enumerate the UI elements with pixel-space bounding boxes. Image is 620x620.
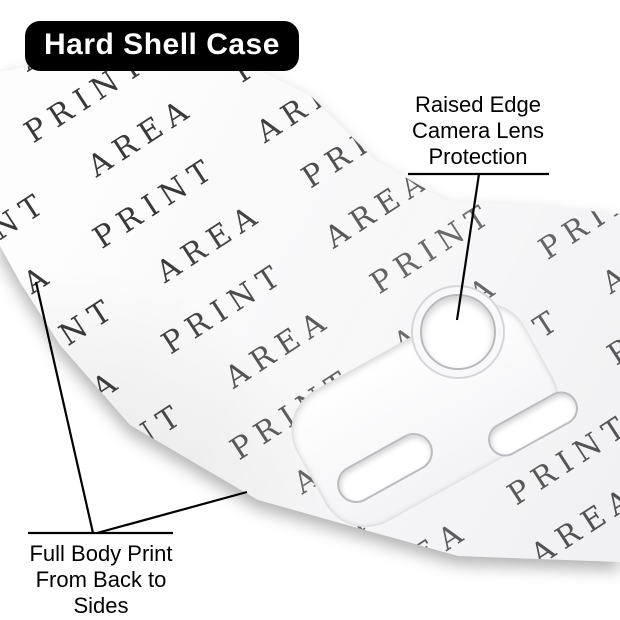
label-line: Raised Edge xyxy=(415,92,541,117)
full-body-print-label: Full Body Print From Back to Sides xyxy=(18,541,184,619)
label-line: Sides xyxy=(73,593,129,618)
label-line: Protection xyxy=(428,144,528,169)
label-line: Camera Lens xyxy=(411,118,545,143)
label-line: Full Body Print xyxy=(29,541,173,566)
camera-protection-label: Raised Edge Camera Lens Protection xyxy=(396,92,560,170)
hard-shell-case-badge: Hard Shell Case xyxy=(25,21,299,71)
camera-lens-cutout xyxy=(420,294,496,370)
label-line: From Back to xyxy=(35,567,167,592)
